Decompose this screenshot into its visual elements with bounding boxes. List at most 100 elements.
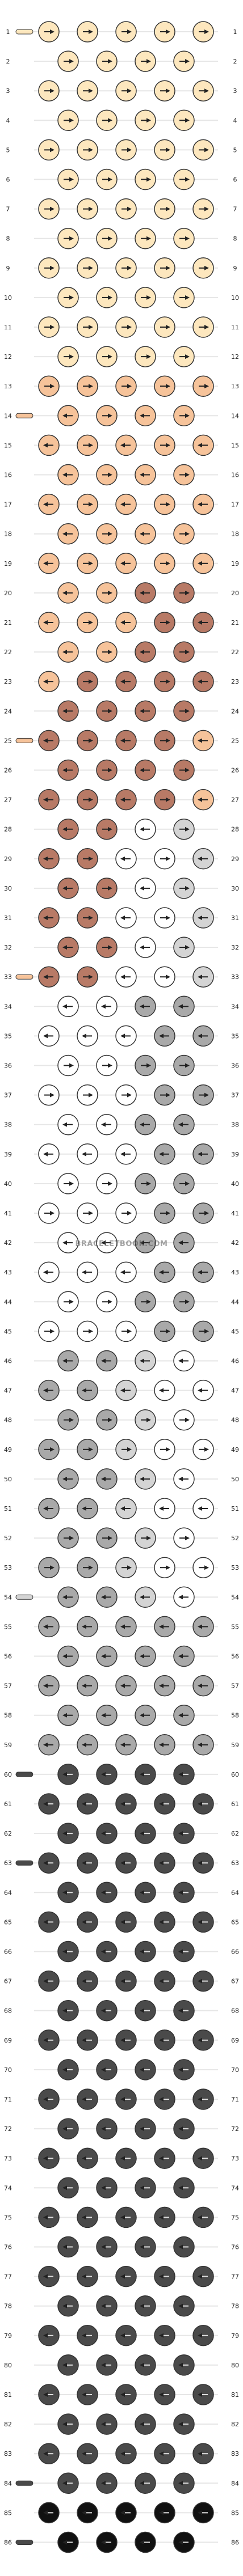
- row-number-right: 79: [231, 2332, 239, 2340]
- row-number-left: 58: [4, 1712, 12, 1719]
- row-number-right: 17: [231, 501, 239, 509]
- row-number-right: 41: [231, 1210, 239, 1217]
- row-number-right: 28: [231, 826, 239, 833]
- knot: [96, 818, 118, 840]
- knot: [192, 671, 214, 692]
- row-number-left: 9: [6, 265, 10, 272]
- row-number-right: 70: [231, 2066, 239, 2074]
- knot: [57, 937, 79, 958]
- knot: [135, 1409, 156, 1431]
- knot: [135, 1350, 156, 1372]
- knot: [115, 1734, 137, 1756]
- row-number-right: 19: [231, 560, 239, 567]
- row-number-left: 24: [4, 707, 12, 715]
- knot: [154, 1439, 175, 1460]
- knot: [192, 1143, 214, 1165]
- row-number-left: 76: [4, 2244, 12, 2251]
- row-number-left: 56: [4, 1653, 12, 1660]
- knot: [57, 1291, 79, 1313]
- knot: [115, 2384, 137, 2405]
- knot: [173, 1054, 195, 1077]
- knot: [173, 287, 195, 308]
- knot: [38, 730, 60, 752]
- knot: [154, 612, 175, 633]
- knot: [38, 2030, 60, 2051]
- knot: [77, 2443, 98, 2464]
- knot: [173, 2295, 195, 2317]
- knot: [96, 1999, 118, 2022]
- knot: [135, 287, 156, 308]
- knot: [192, 493, 214, 515]
- knot: [154, 1025, 175, 1047]
- knot: [115, 493, 137, 515]
- knot: [135, 2118, 156, 2139]
- knot: [115, 1498, 137, 1519]
- knot: [192, 1320, 214, 1342]
- knot: [57, 1232, 79, 1253]
- row-number-right: 47: [231, 1387, 239, 1395]
- row-number-left: 66: [4, 1948, 12, 1956]
- knot: [57, 1468, 79, 1490]
- knot: [192, 198, 214, 220]
- row-number-right: 40: [231, 1180, 239, 1188]
- knot: [173, 2472, 195, 2494]
- knot: [192, 257, 214, 279]
- knot: [192, 1498, 214, 1519]
- knot: [77, 2265, 98, 2287]
- row-number-left: 27: [4, 796, 12, 804]
- row-number-left: 21: [4, 619, 12, 626]
- row-number-left: 31: [4, 914, 12, 922]
- knot: [115, 1143, 137, 1165]
- knot: [38, 1911, 60, 1933]
- knot: [192, 1025, 214, 1047]
- knot: [135, 1468, 156, 1490]
- knot: [173, 1764, 195, 1785]
- knot: [96, 1823, 118, 1844]
- row-number-right: 81: [231, 2391, 239, 2399]
- row-number-left: 85: [4, 2509, 12, 2516]
- row-number-left: 82: [4, 2421, 12, 2428]
- knot: [57, 759, 79, 781]
- knot: [154, 1379, 175, 1401]
- knot: [38, 316, 60, 338]
- row-number-left: 32: [4, 944, 12, 951]
- row-number-right: 77: [231, 2273, 239, 2281]
- knot: [96, 1764, 118, 1785]
- row-number-left: 78: [4, 2303, 12, 2310]
- knot: [77, 1734, 98, 1756]
- row-number-left: 18: [4, 531, 12, 538]
- knot: [77, 2088, 98, 2110]
- knot: [192, 1734, 214, 1756]
- knot: [192, 1793, 214, 1815]
- row-number-right: 13: [231, 383, 239, 390]
- row-number-left: 19: [4, 560, 12, 567]
- knot: [154, 1261, 175, 1283]
- knot: [115, 1970, 137, 1992]
- row-number-left: 69: [4, 2037, 12, 2044]
- knot: [38, 2206, 60, 2228]
- row-number-left: 1: [6, 28, 10, 36]
- row-number-left: 35: [4, 1032, 12, 1040]
- knot: [154, 2325, 175, 2346]
- row-number-left: 64: [4, 1889, 12, 1896]
- row-number-right: 72: [231, 2125, 239, 2133]
- row-number-left: 55: [4, 1623, 12, 1630]
- knot: [192, 2384, 214, 2405]
- knot: [38, 1616, 60, 1638]
- knot: [192, 316, 214, 338]
- knot: [173, 1645, 195, 1667]
- knot: [77, 434, 98, 456]
- knot: [192, 21, 214, 43]
- knot: [57, 1823, 79, 1844]
- knot: [154, 907, 175, 929]
- row-number-left: 75: [4, 2214, 12, 2221]
- row-number-right: 7: [233, 206, 237, 213]
- row-number-right: 15: [231, 442, 239, 449]
- row-number-right: 75: [231, 2214, 239, 2221]
- knot: [77, 1616, 98, 1638]
- row-number-left: 29: [4, 855, 12, 863]
- knot: [77, 316, 98, 338]
- row-number-left: 14: [4, 412, 12, 420]
- knot: [57, 523, 79, 545]
- knot: [135, 1173, 156, 1194]
